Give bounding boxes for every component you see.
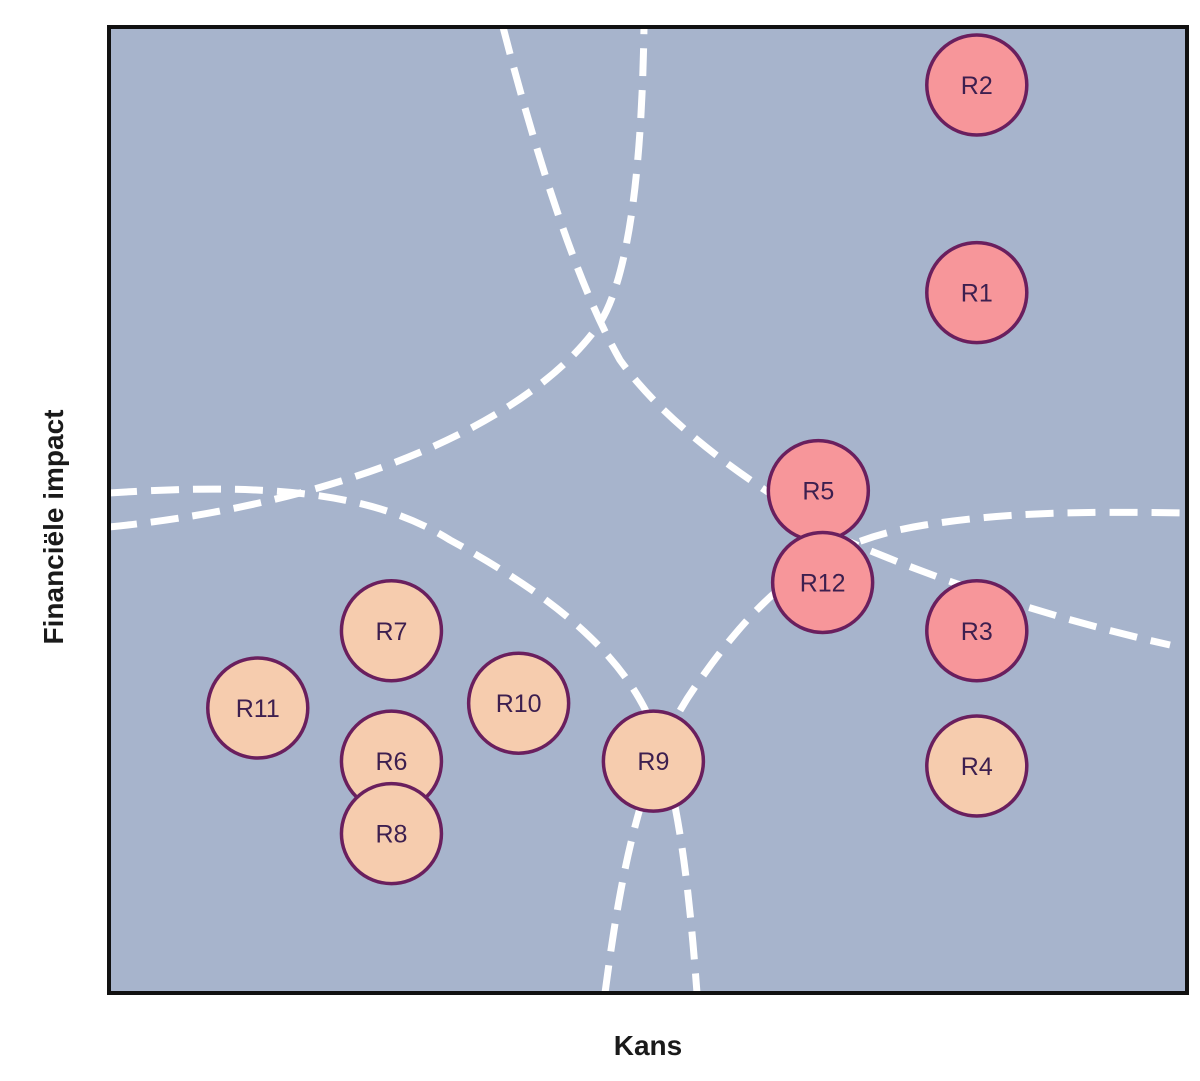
risk-point-r4: R4: [925, 714, 1029, 818]
risk-point-marker: [925, 240, 1029, 345]
risk-point-r11: R11: [206, 656, 310, 760]
y-axis-label: Financiële impact: [38, 410, 69, 645]
risk-point-r8: R8: [339, 781, 444, 886]
risk-point-marker: [925, 714, 1029, 818]
risk-point-r9: R9: [601, 709, 706, 813]
risk-point-r2: R2: [925, 33, 1029, 137]
risk-point-label: R8: [375, 821, 407, 849]
x-axis-label: Kans: [614, 1030, 682, 1061]
risk-point-r10: R10: [466, 651, 571, 755]
divider-curve-left-to-bottom: [108, 485, 701, 994]
risk-point-r7: R7: [339, 579, 444, 683]
risk-point-marker: [339, 781, 444, 886]
risk-point-r12: R12: [770, 530, 875, 635]
risk-point-label: R2: [961, 72, 993, 100]
risk-point-label: R3: [961, 618, 993, 646]
risk-point-label: R7: [375, 618, 407, 646]
risk-point-label: R12: [800, 569, 846, 597]
risk-point-label: R4: [961, 753, 993, 781]
divider-curve-upper-left: [108, 26, 648, 531]
risk-point-label: R9: [637, 748, 669, 776]
risk-point-r5: R5: [766, 438, 871, 543]
risk-point-label: R10: [496, 690, 542, 718]
risk-point-label: R1: [961, 280, 993, 308]
risk-point-label: R5: [802, 478, 834, 506]
risk-point-marker: [925, 33, 1029, 137]
risk-point-label: R11: [236, 695, 280, 723]
risk-point-r1: R1: [925, 240, 1029, 345]
risk-point-marker: [601, 709, 706, 813]
risk-point-marker: [339, 579, 444, 683]
risk-point-r3: R3: [925, 579, 1029, 683]
risk-point-marker: [770, 530, 875, 635]
risk-point-label: R6: [375, 748, 407, 776]
risk-point-marker: [925, 579, 1029, 683]
risk-point-marker: [466, 651, 571, 755]
plot-area: [109, 27, 1187, 993]
risk-point-marker: [206, 656, 310, 760]
plot-frame: [107, 25, 1189, 995]
